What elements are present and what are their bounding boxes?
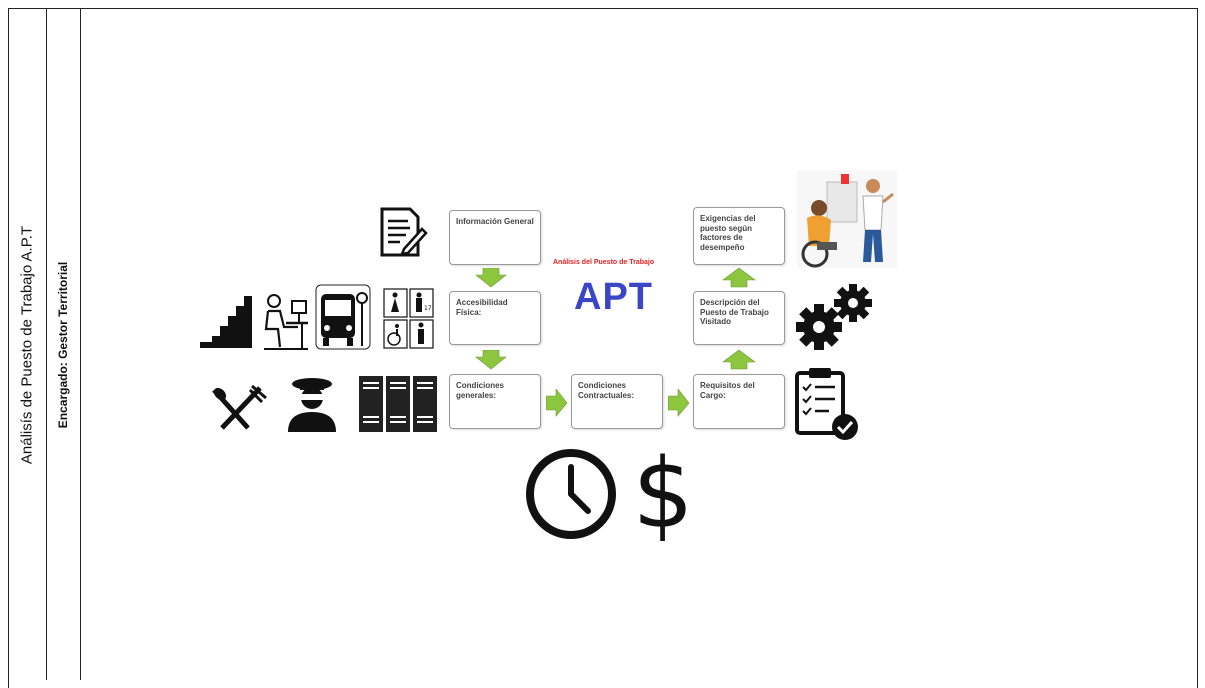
stairs-icon (200, 296, 252, 348)
box-accesibilidad: Accesibilidad Física: (449, 291, 541, 345)
box-requisitos: Requisitos del Cargo: (693, 374, 785, 429)
guard-icon (288, 378, 336, 432)
sidebar-divider-1 (46, 8, 47, 680)
restroom-icon: 17 (383, 288, 434, 349)
utensils-icon (212, 384, 267, 430)
arrow-right-2 (668, 389, 690, 417)
arrow-down-1 (475, 268, 507, 288)
diagram-header-small: Análisis del Puesto de Trabajo (553, 259, 655, 266)
clipboard-check-icon (795, 368, 858, 440)
arrow-up-2 (722, 268, 756, 288)
page-frame (8, 8, 1198, 688)
bus-icon (315, 284, 371, 350)
sidebar-divider-2 (80, 8, 81, 680)
svg-text:17: 17 (424, 305, 432, 312)
lockers-icon (359, 376, 437, 432)
diagram-header-apt: APT (574, 276, 653, 318)
box-info-general: Información General (449, 210, 541, 265)
main-title: Análisís de Puesto de Trabajo A.P.T (18, 225, 36, 465)
document-icon (380, 207, 428, 257)
subtitle: Encargado: Gestor Territorial (56, 261, 70, 429)
arrow-right-1 (546, 389, 568, 417)
dollar-icon: $ (633, 447, 693, 541)
box-condiciones-contractuales: Condiciones Contractuales: (571, 374, 663, 429)
box-condiciones-generales: Condiciones generales: (449, 374, 541, 429)
workstation-icon (264, 294, 308, 350)
arrow-up-1 (722, 350, 756, 370)
box-exigencias: Exigencias del puesto según factores de … (693, 207, 785, 265)
arrow-down-2 (475, 350, 507, 370)
box-descripcion: Descripción del Puesto de Trabajo Visita… (693, 291, 785, 345)
clock-icon (526, 449, 616, 539)
svg-text:$: $ (633, 447, 693, 541)
people-illustration (797, 170, 897, 268)
gears-icon (796, 284, 872, 350)
